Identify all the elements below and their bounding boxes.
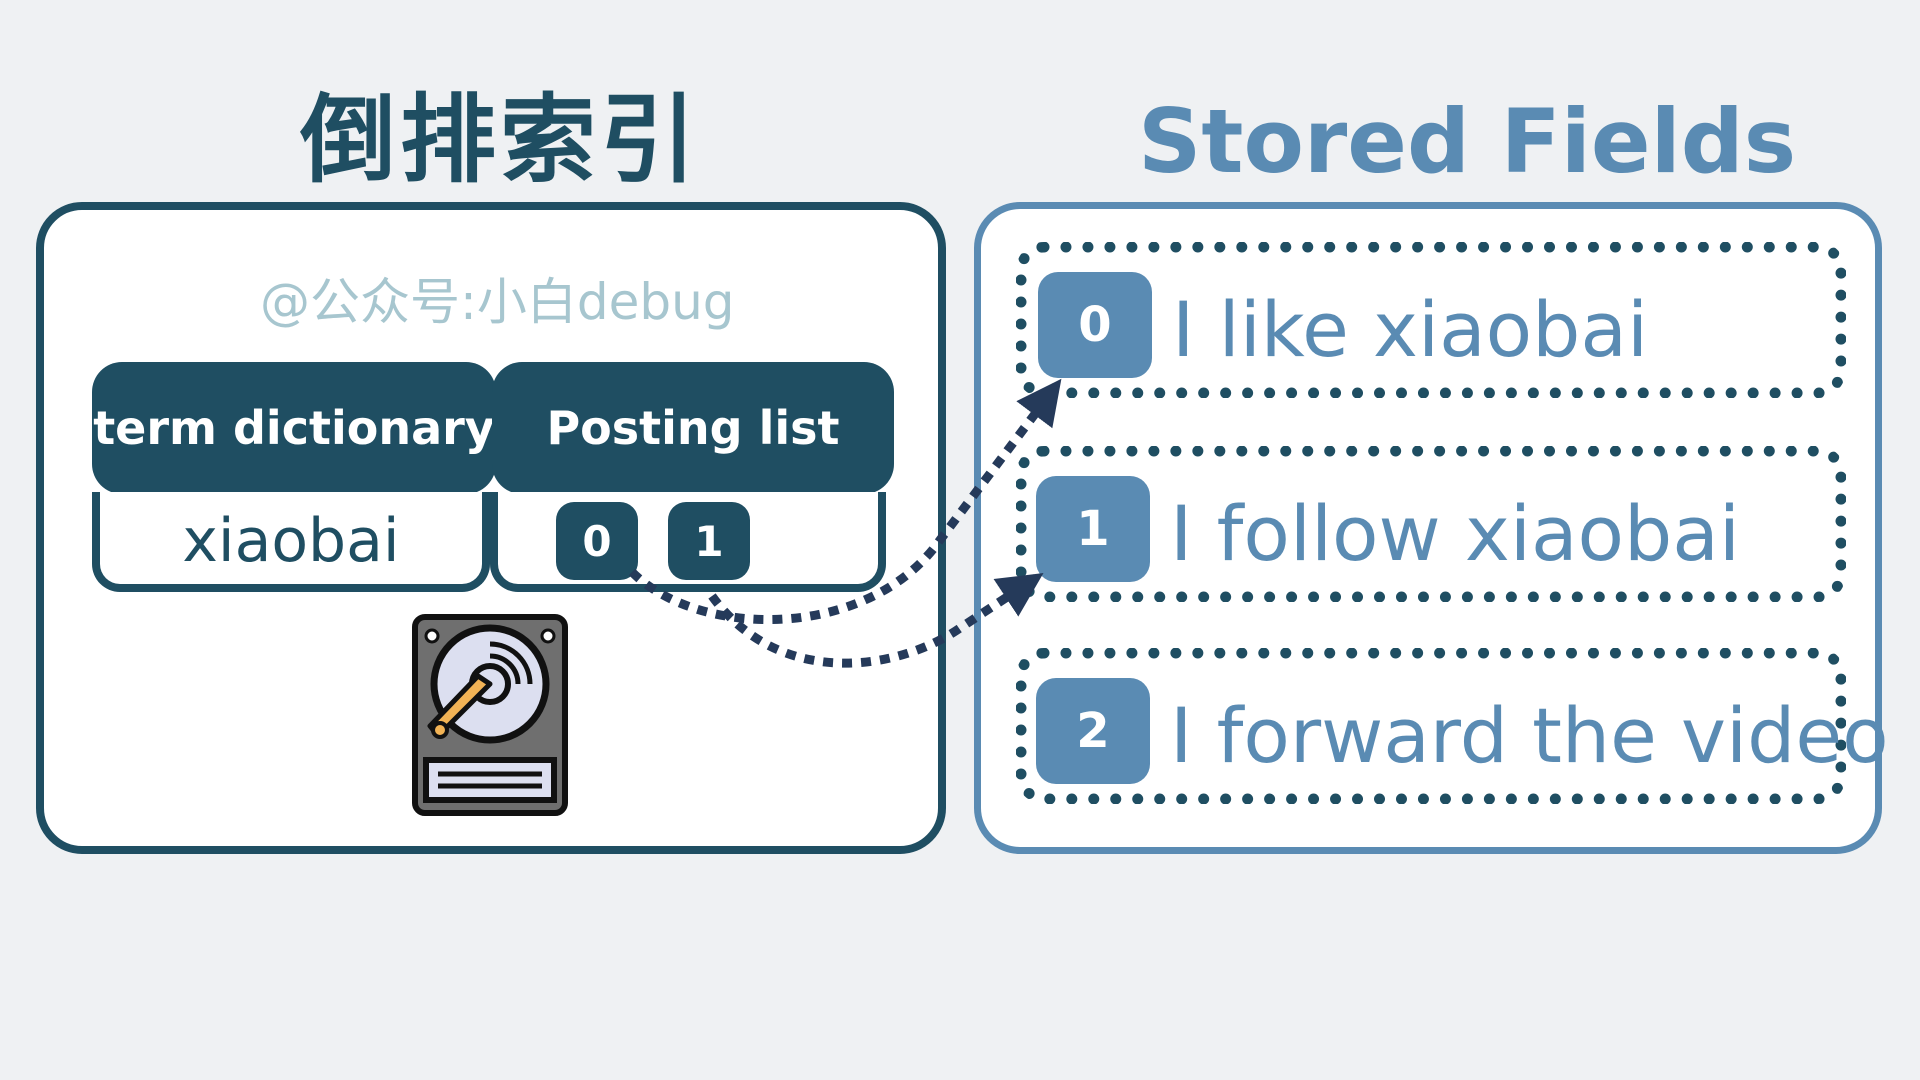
term-value: xiaobai — [182, 506, 400, 576]
posting-list-header: Posting list — [492, 362, 894, 494]
term-cell: xiaobai — [92, 492, 490, 592]
watermark: @公众号:小白debug — [260, 273, 735, 331]
stored-doc-row-2 — [1016, 648, 1846, 804]
stored-doc-id-1: 1 — [1036, 476, 1150, 582]
stored-doc-text-1: I follow xiaobai — [1170, 489, 1740, 578]
stored-doc-row-0 — [1016, 242, 1846, 398]
stored-fields-title: Stored Fields — [1138, 90, 1797, 193]
posting-doc-id-1: 1 — [668, 502, 750, 580]
term-dictionary-header: term dictionary — [92, 362, 496, 494]
stored-doc-id-0: 0 — [1038, 272, 1152, 378]
stored-doc-id-2: 2 — [1036, 678, 1150, 784]
stored-doc-text-2: I forward the video — [1170, 691, 1889, 780]
inverted-index-title: 倒排索引 — [300, 84, 700, 196]
posting-doc-id-0: 0 — [556, 502, 638, 580]
stored-doc-text-0: I like xiaobai — [1172, 285, 1649, 374]
hard-disk-icon — [412, 614, 568, 816]
